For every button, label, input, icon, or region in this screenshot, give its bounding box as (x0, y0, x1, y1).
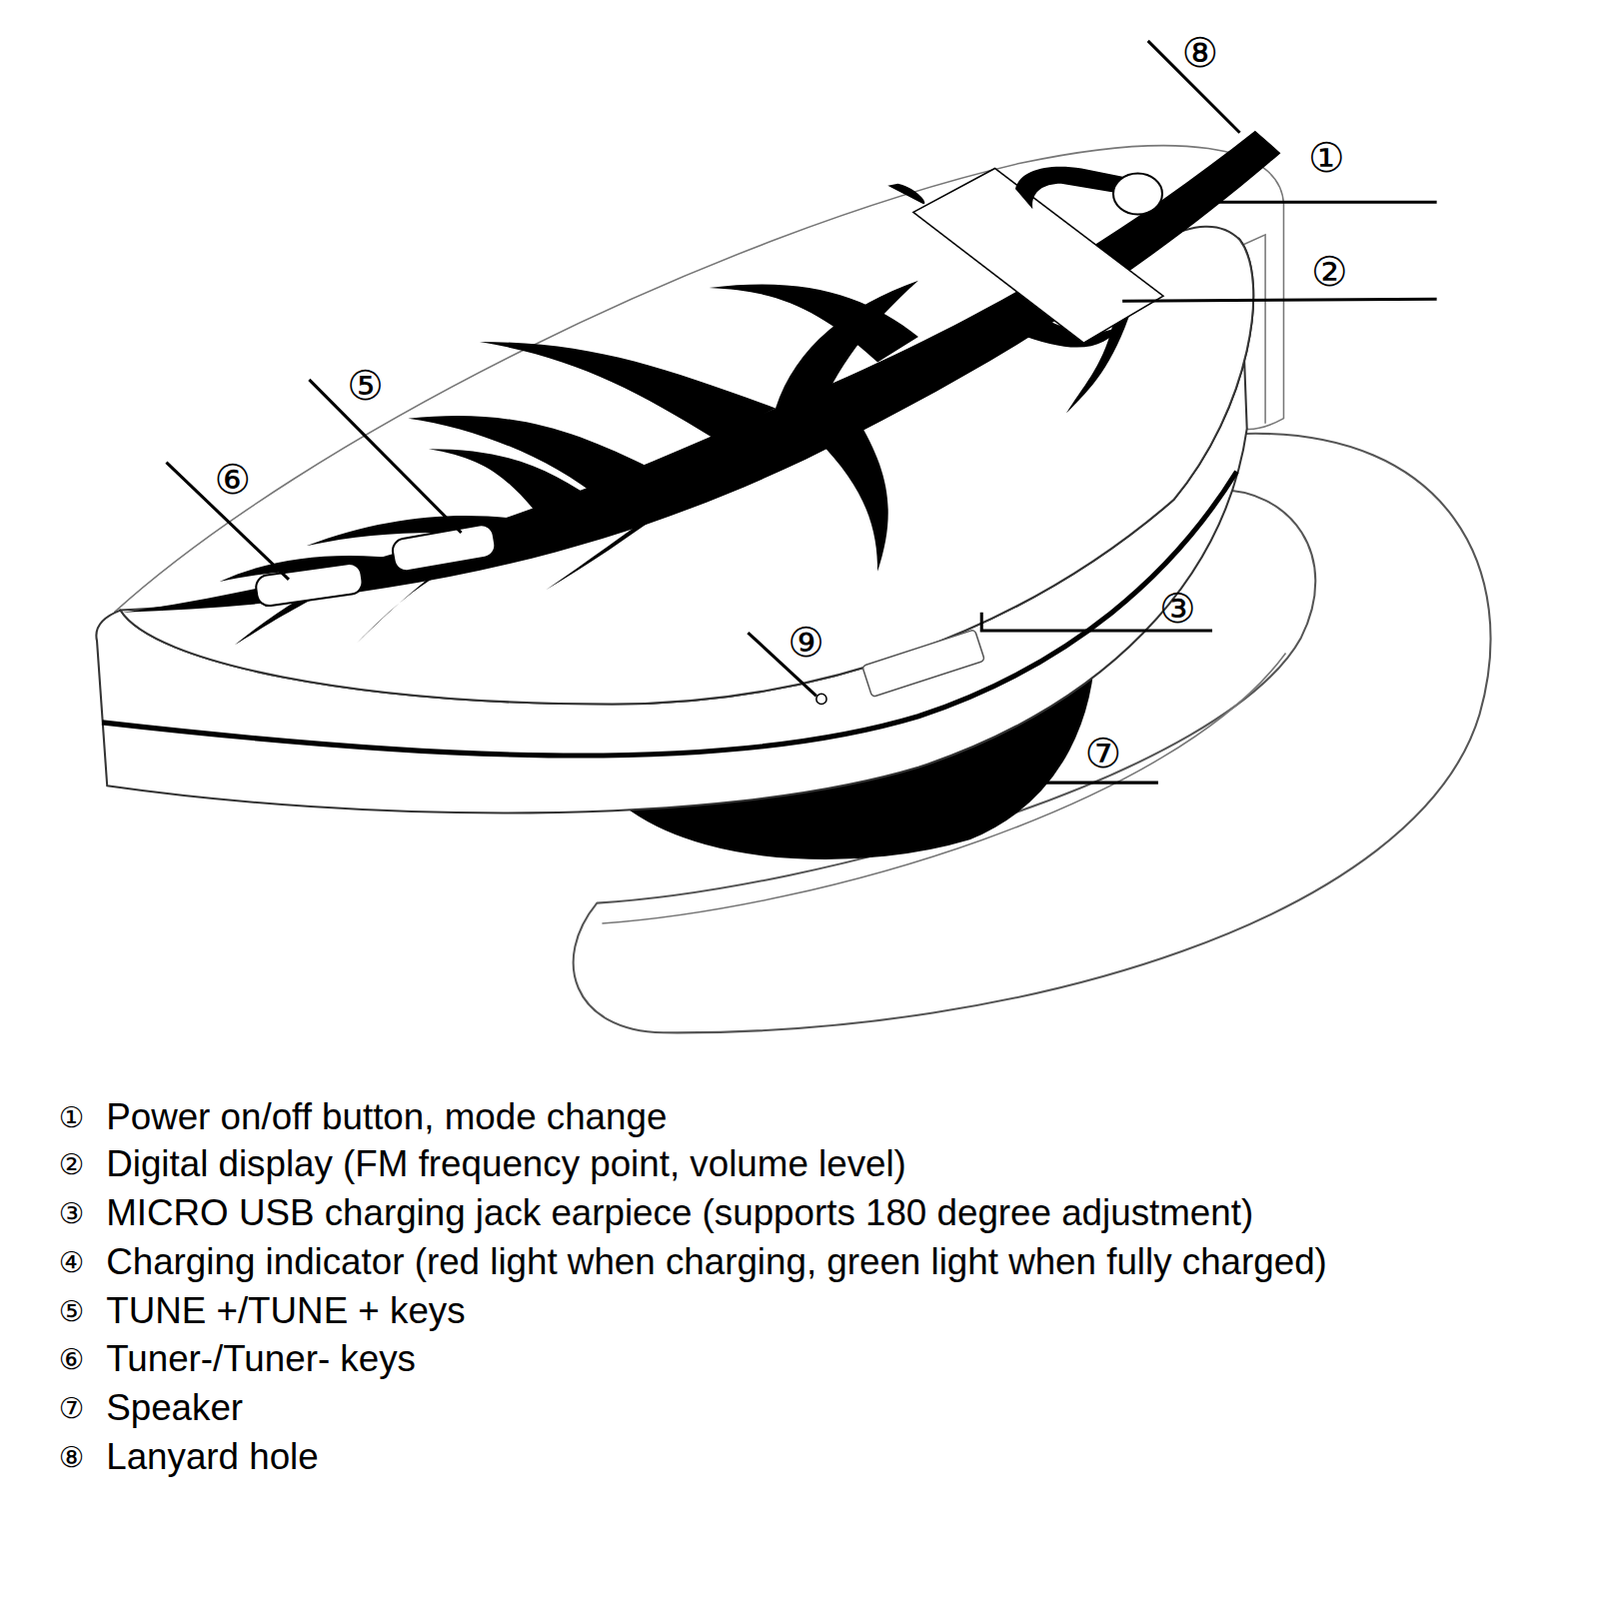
callout-number: ① (1308, 137, 1346, 179)
callout-number: ⑦ (1084, 732, 1122, 774)
leader-lines (165, 40, 1437, 783)
list-number: ⑦ (58, 1394, 85, 1424)
callout-number: ⑥ (213, 458, 251, 500)
power-button (1113, 173, 1163, 215)
callout-number: ⑧ (1181, 32, 1219, 74)
list-number: ④ (58, 1248, 85, 1278)
part-description: Digital display (FM frequency point, vol… (105, 1146, 907, 1184)
list-number: ⑤ (58, 1297, 85, 1327)
callout-number: ③ (1159, 587, 1197, 629)
part-description: Tuner-/Tuner- keys (105, 1341, 416, 1379)
tune-minus-key (254, 562, 364, 608)
list-number: ⑧ (58, 1443, 85, 1473)
callout-number: ⑨ (787, 622, 825, 664)
part-description: MICRO USB charging jack earpiece (suppor… (105, 1195, 1254, 1233)
list-number: ① (58, 1103, 85, 1133)
list-number: ③ (58, 1199, 85, 1229)
callout-number: ⑤ (346, 365, 384, 407)
part-description: TUNE +/TUNE + keys (105, 1293, 465, 1331)
list-number: ⑥ (58, 1345, 85, 1375)
indicator-hole (816, 693, 827, 704)
callout-number: ② (1311, 250, 1349, 292)
digital-display (913, 167, 1164, 343)
tune-plus-key (390, 522, 497, 573)
part-description: Charging indicator (red light when charg… (105, 1244, 1328, 1282)
part-description: Power on/off button, mode change (105, 1099, 667, 1137)
usb-port (862, 629, 986, 698)
list-number: ② (58, 1150, 85, 1180)
part-description: Lanyard hole (105, 1439, 319, 1477)
branch-pattern (122, 130, 1282, 646)
part-description: Speaker (105, 1390, 243, 1428)
